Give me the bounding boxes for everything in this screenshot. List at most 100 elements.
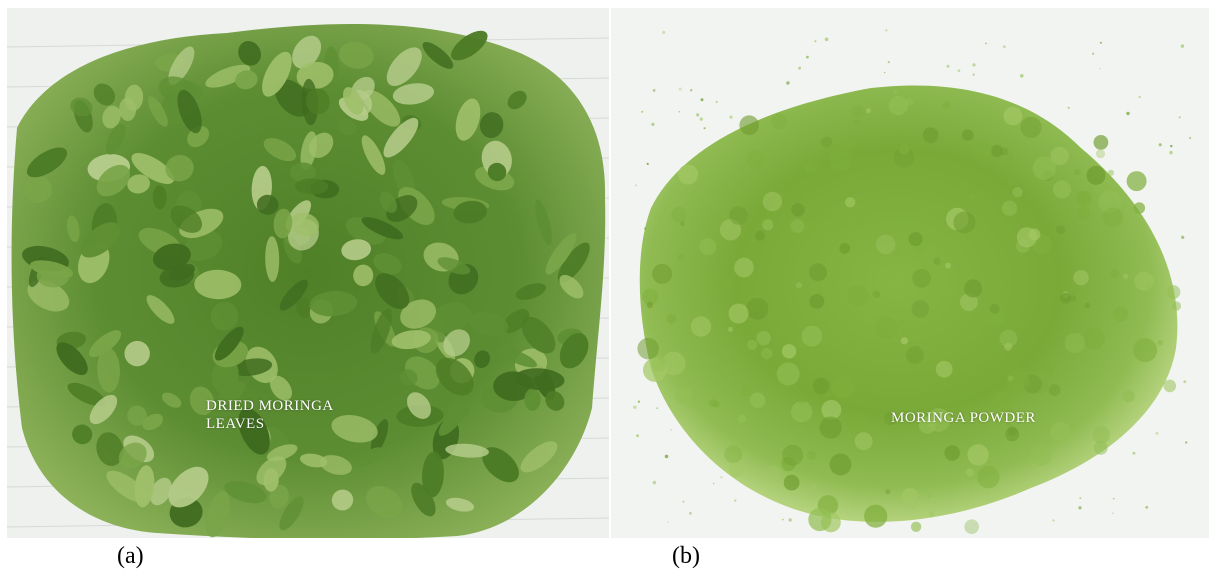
leaf-mark xyxy=(406,392,432,419)
powder-grain xyxy=(776,362,800,386)
powder-grain xyxy=(801,325,823,347)
powder-grain xyxy=(1002,45,1006,49)
leaf-mark xyxy=(105,123,126,155)
leaf-mark xyxy=(343,87,364,115)
powder-grain xyxy=(666,313,677,324)
powder-grain xyxy=(1134,271,1154,291)
powder-grain xyxy=(829,147,853,171)
leaf-mark xyxy=(545,233,577,275)
powder-grain xyxy=(781,344,797,359)
powder-grain xyxy=(646,301,654,309)
powder-grain xyxy=(805,222,812,229)
leaf-mark xyxy=(455,98,481,141)
leaf-mark xyxy=(373,253,402,275)
powder-grain xyxy=(661,351,686,376)
leaf-mark xyxy=(375,273,410,310)
leaf-mark xyxy=(70,97,93,117)
powder-grain xyxy=(642,288,659,305)
powder-grain xyxy=(1050,146,1069,166)
leaf-mark xyxy=(392,83,435,105)
powder-grain xyxy=(747,339,758,350)
powder-grain xyxy=(1112,512,1114,514)
powder-grain xyxy=(1157,340,1163,346)
leaf-mark xyxy=(273,208,293,239)
powder-grain xyxy=(829,453,852,476)
leaf-mark xyxy=(211,358,239,394)
powder-grain xyxy=(864,504,888,528)
leaf-mark xyxy=(142,413,164,431)
powder-grain xyxy=(1082,327,1105,350)
powder-grain xyxy=(1005,427,1020,442)
powder-grain xyxy=(856,217,865,226)
powder-grain xyxy=(972,63,976,67)
powder-grain xyxy=(1178,116,1181,119)
powder-grain xyxy=(739,115,759,135)
powder-grain xyxy=(1056,225,1066,235)
leaf-mark xyxy=(559,332,589,369)
leaf-mark xyxy=(370,308,392,354)
powder-grain xyxy=(1093,135,1109,150)
powder-grain xyxy=(804,161,817,174)
powder-grain xyxy=(812,377,830,395)
powder-grain xyxy=(908,232,923,247)
leaf-mark xyxy=(230,358,273,377)
powder-grain xyxy=(928,511,935,518)
powder-grain xyxy=(888,95,908,116)
leaf-mark xyxy=(148,96,168,127)
leaf-mark xyxy=(341,239,372,261)
leaf-mark xyxy=(263,468,279,492)
powder-grain xyxy=(806,55,809,59)
powder-grain xyxy=(898,319,905,325)
powder-grain xyxy=(1171,301,1182,311)
powder-grain xyxy=(720,476,723,479)
leaf-mark xyxy=(153,243,191,271)
dried-leaves-image xyxy=(7,8,609,538)
powder-grain xyxy=(696,113,700,117)
caption-a: (a) xyxy=(117,543,144,569)
powder-grain xyxy=(1052,519,1055,522)
leaf-mark xyxy=(339,41,374,69)
powder-grain xyxy=(911,300,930,318)
leaf-marks xyxy=(22,30,590,538)
powder-grain xyxy=(906,346,924,364)
powder-grain xyxy=(758,182,766,189)
powder-grain xyxy=(690,316,712,337)
leaf-mark xyxy=(379,191,397,213)
powder-texture-marks xyxy=(633,29,1192,534)
leaf-mark xyxy=(400,299,437,329)
powder-grain xyxy=(845,197,856,208)
powder-grain xyxy=(854,432,873,451)
leaf-mark xyxy=(238,41,261,66)
powder-grain xyxy=(1095,149,1106,159)
powder-grain xyxy=(670,429,672,431)
leaf-mark xyxy=(146,295,175,324)
powder-grain xyxy=(814,40,817,43)
powder-grain xyxy=(1092,52,1095,55)
powder-grain xyxy=(728,326,733,332)
powder-grain xyxy=(918,416,936,434)
powder-grain xyxy=(1170,144,1173,148)
leaf-mark xyxy=(168,46,195,85)
powder-grain xyxy=(1073,270,1089,286)
powder-grain xyxy=(664,454,669,459)
leaf-mark xyxy=(194,269,242,300)
powder-grain xyxy=(700,98,704,102)
powder-grain xyxy=(765,465,782,481)
leaf-mark xyxy=(217,381,246,406)
powder-grain xyxy=(729,115,733,119)
powder-grain xyxy=(806,450,816,460)
powder-grain xyxy=(971,139,993,161)
powder-grain xyxy=(977,466,1000,489)
powder-grain xyxy=(1169,150,1173,155)
leaf-mark xyxy=(399,369,418,386)
powder-grain xyxy=(984,307,1005,327)
leaf-mark xyxy=(29,260,74,279)
powder-grain xyxy=(821,399,842,420)
powder-grain xyxy=(1183,380,1187,384)
powder-grain xyxy=(893,89,898,94)
powder-grain xyxy=(819,416,842,439)
caption-b: (b) xyxy=(672,543,700,569)
powder-grain xyxy=(1092,426,1110,444)
powder-grain xyxy=(989,304,1000,314)
powder-grain xyxy=(1145,284,1150,289)
